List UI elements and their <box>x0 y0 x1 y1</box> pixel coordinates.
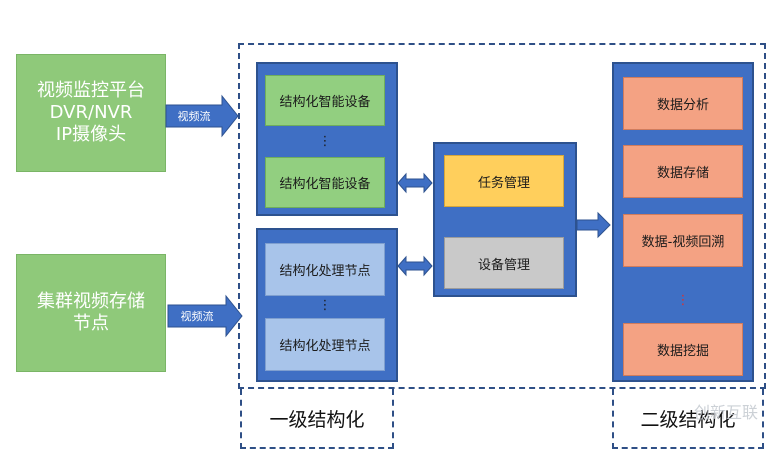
ellipsis-indicator: ⋮ <box>676 293 690 308</box>
smart-device-box: 结构化智能设备 <box>265 157 385 208</box>
management-to-level2-arrow <box>576 211 611 239</box>
double-arrow-bottom <box>397 255 433 277</box>
ellipsis-indicator: ⋮ <box>318 298 332 313</box>
level2-item: 数据分析 <box>623 77 743 130</box>
video-stream-arrow-bottom <box>167 294 243 338</box>
smart-device-box: 结构化智能设备 <box>265 75 385 126</box>
level1-label: 一级结构化 <box>269 408 365 431</box>
overall-dashed-frame <box>238 43 766 389</box>
level2-label: 二级结构化 <box>640 408 736 431</box>
video-stream-arrow-top <box>165 94 239 138</box>
connector-arrows <box>165 94 611 338</box>
video-stream-label-top: 视频流 <box>177 110 211 123</box>
cluster-storage-source: 集群视频存储 节点 <box>16 254 166 372</box>
source-line: 视频监控平台 <box>37 80 145 101</box>
source-line: IP摄像头 <box>55 124 127 145</box>
watermark-text: 创新互联 <box>693 403 758 422</box>
double-arrow-top <box>397 172 433 194</box>
source-line: 集群视频存储 <box>37 291 145 312</box>
level2-item: 数据-视频回溯 <box>623 214 743 267</box>
processing-node-box: 结构化处理节点 <box>265 243 385 296</box>
source-line: DVR/NVR <box>49 102 133 123</box>
level2-item: 数据挖掘 <box>623 323 743 376</box>
source-line: 节点 <box>73 313 109 334</box>
processing-node-box: 结构化处理节点 <box>265 318 385 371</box>
task-management-box: 任务管理 <box>444 155 564 207</box>
device-management-box: 设备管理 <box>444 237 564 289</box>
video-platform-source: 视频监控平台 DVR/NVR IP摄像头 <box>16 54 166 172</box>
video-stream-label-bottom: 视频流 <box>180 310 214 323</box>
ellipsis-indicator: ⋮ <box>318 134 332 149</box>
level2-item: 数据存储 <box>623 145 743 198</box>
